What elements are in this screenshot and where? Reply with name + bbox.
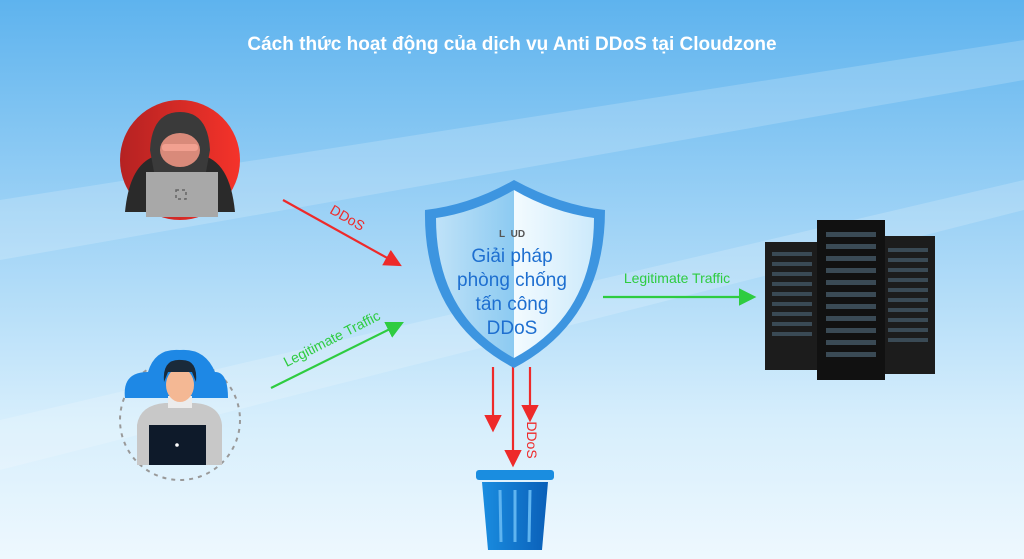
shield-line: tấn công <box>476 294 549 315</box>
ddos-arrow <box>282 199 402 267</box>
trash-bin-icon <box>476 470 554 550</box>
user-icon <box>119 349 241 481</box>
blocked-arrow-label: DDoS <box>524 421 540 458</box>
page-title: Cách thức hoạt động của dịch vụ Anti DDo… <box>247 34 777 55</box>
server-rack-icon <box>765 220 935 380</box>
shield-line: phòng chống <box>457 270 567 291</box>
shield-line: Giải pháp <box>471 246 552 267</box>
legit-arrow-out-label: Legitimate Traffic <box>624 270 730 286</box>
hacker-icon <box>120 100 240 220</box>
cloudzone-logo: L UD <box>499 229 525 240</box>
shield-line: DDoS <box>487 318 538 339</box>
shield-icon <box>424 180 605 368</box>
shield-text: Giải pháp phòng chống tấn công DDoS <box>457 246 567 339</box>
legit-arrow-in <box>270 321 404 389</box>
